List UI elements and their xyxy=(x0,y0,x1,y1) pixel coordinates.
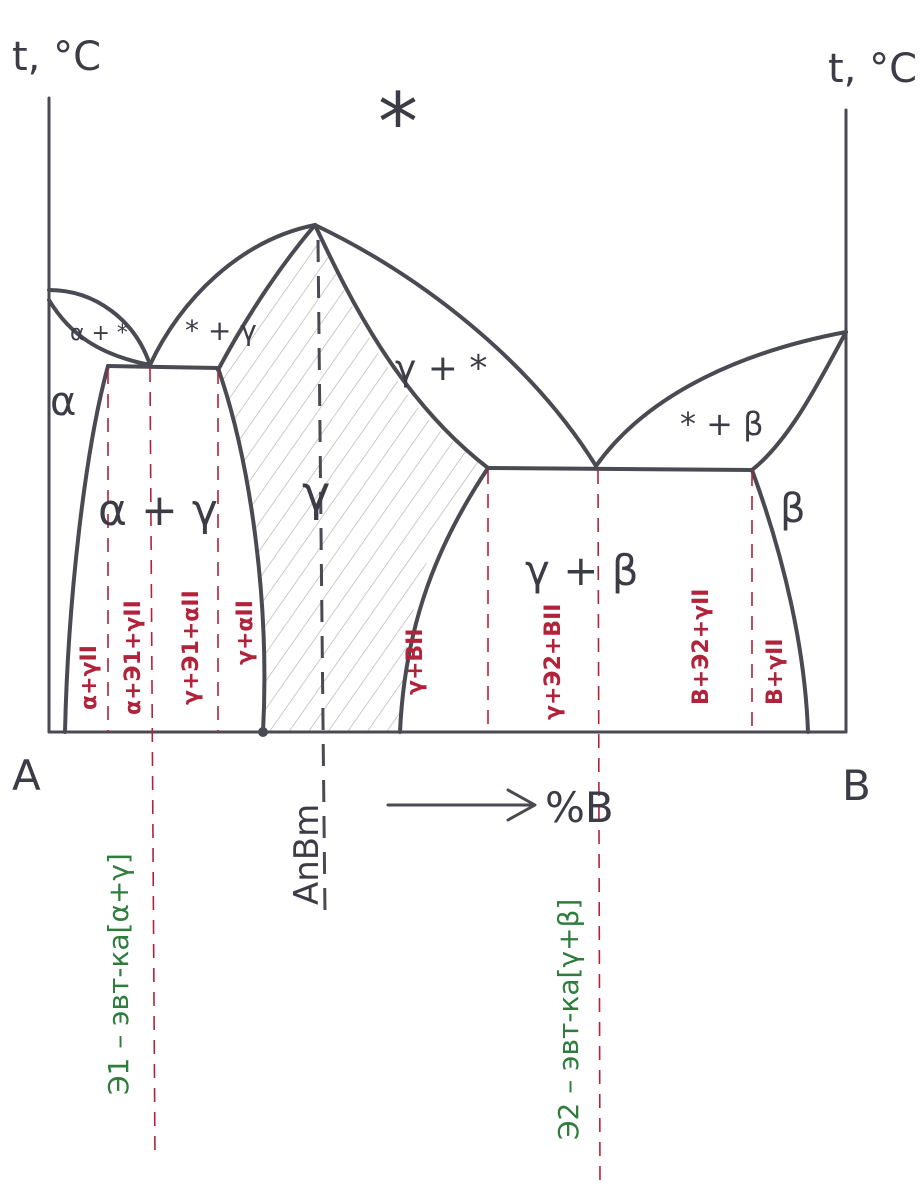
beta-solidus-line xyxy=(750,330,848,472)
gamma-liquidus-right xyxy=(313,223,598,468)
component-b-label: B xyxy=(842,761,871,810)
gamma-liquidus-left xyxy=(148,223,317,367)
gamma-region-hatch xyxy=(218,225,488,732)
structure-label-s3: γ+Э1+αII xyxy=(179,590,204,705)
alpha-plus-gamma-label: α + γ xyxy=(98,485,218,536)
structure-label-s5: γ+BII xyxy=(403,628,428,695)
alpha-label: α xyxy=(50,379,76,425)
gamma-solvus-left xyxy=(216,366,267,734)
composition-arrow-head xyxy=(506,788,537,822)
gamma-solidus-right xyxy=(313,223,490,470)
compound-composition-line xyxy=(316,239,327,916)
structure-label-s6: γ+Э2+BII xyxy=(541,604,566,720)
structure-label-s7: B+Э2+γII xyxy=(689,589,714,705)
gamma-solidus-left xyxy=(216,223,317,372)
structure-label-s4: γ+αII xyxy=(233,600,258,665)
eutectic-2-label: Э2 – эвт-ка[γ+β] xyxy=(552,899,585,1140)
liquid-plus-gamma-left-label: * + γ xyxy=(185,314,257,347)
alpha-liquidus-line xyxy=(47,288,152,367)
composition-arrow-label: %B xyxy=(545,783,614,832)
eutectic-2-isotherm xyxy=(486,466,754,472)
structure-label-s1: α+γII xyxy=(77,645,102,710)
gamma-plus-beta-label: γ + β xyxy=(525,546,639,595)
compound-label: AnBm xyxy=(287,804,327,905)
eutectic-1-isotherm xyxy=(106,364,220,370)
alpha-plus-liquid-label: α + * xyxy=(70,321,128,346)
liquid-plus-beta-label: * + β xyxy=(680,405,764,443)
structure-boundary-lines xyxy=(107,367,753,1186)
structure-label-s8: B+γII xyxy=(763,638,788,705)
beta-solvus-line xyxy=(750,468,810,734)
liquid-plus-gamma-right-label: γ + * xyxy=(395,348,487,389)
right-temperature-label: t, °C xyxy=(828,46,917,92)
component-a-label: A xyxy=(12,751,41,800)
gamma-solvus-right xyxy=(398,466,490,734)
gamma-label: γ xyxy=(302,466,330,522)
liquid-label: * xyxy=(378,76,418,169)
alpha-solvus-line xyxy=(63,364,110,734)
beta-label: β xyxy=(780,486,806,532)
beta-liquidus-line xyxy=(594,330,848,468)
solvus-endpoint-marker xyxy=(258,727,268,737)
structure-label-s2: α+Э1+γII xyxy=(121,600,146,715)
left-temperature-label: t, °C xyxy=(12,34,101,80)
eutectic-1-label: Э1 – эвт-ка[α+γ] xyxy=(102,853,135,1095)
alpha-solidus-line xyxy=(47,298,152,367)
